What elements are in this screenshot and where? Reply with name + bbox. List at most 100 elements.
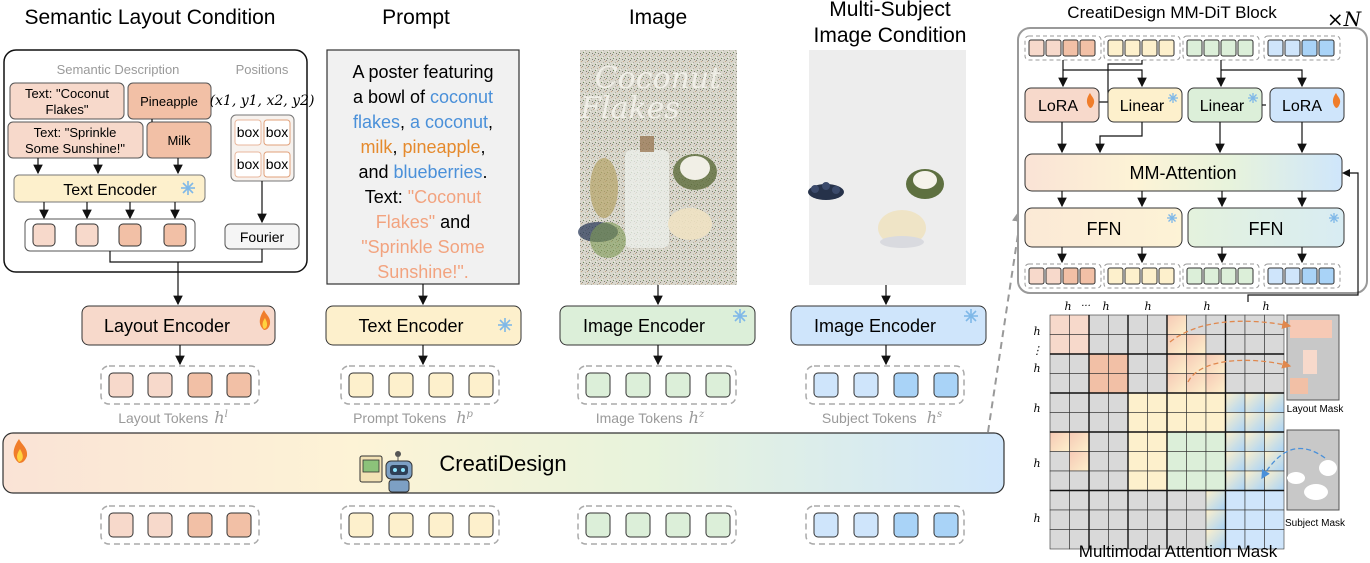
desc-sprinkle [7,121,144,159]
mask-row-label-hz: h [1033,457,1040,470]
subject-token [853,512,879,538]
mask-cell [1186,431,1207,452]
subject-token [933,512,959,538]
mask-cell [1264,431,1285,452]
block-token [1158,39,1175,57]
lora-block-1-label: LoRA [1038,98,1078,115]
prompt-token [468,512,494,538]
subject-token [813,512,839,538]
mask-col-label-h1l: h [1064,300,1071,313]
mask-cell [1069,334,1090,355]
mask-cell [1127,314,1148,335]
mask-axis-labels: h ··· h h h h h ⋮ h h h h [1032,300,1270,525]
desc-coconut-flakes [9,82,125,120]
mask-cell [1205,470,1226,491]
positions-label: Positions [236,62,289,77]
block-token [1062,39,1079,57]
prompt-panel [326,49,520,285]
image-token [705,512,731,538]
mask-col-label-dots: ··· [1081,301,1091,312]
mask-cell [1166,451,1187,472]
mask-cell [1166,490,1187,511]
layout-text-encoder-label: Text Encoder [63,182,157,199]
linear-2-frozen-icon [1248,93,1258,103]
block-token [1220,39,1237,57]
block-token [1186,267,1203,285]
mask-cell [1225,470,1246,491]
subject-token [893,512,919,538]
block-token [1267,267,1284,285]
position-box [234,151,262,178]
mask-cell [1069,470,1090,491]
mask-row-label-h4l: h [1033,362,1040,375]
semantic-description-label: Semantic Description [57,62,180,77]
mask-cell [1049,412,1070,433]
mask-cell [1049,373,1070,394]
block-token [1318,267,1335,285]
mask-cell [1069,431,1090,452]
mask-cell [1186,373,1207,394]
ffn-block-1 [1024,207,1183,248]
mask-cell [1166,509,1187,530]
mask-cell [1264,392,1285,413]
mask-col-label-h4l: h [1102,300,1109,313]
mask-cell [1186,314,1207,335]
prompt-token-row [340,365,500,405]
block-token [1284,39,1301,57]
mask-cell [1127,334,1148,355]
block-token [1107,267,1124,285]
mask-cell [1166,353,1187,374]
mask-cell [1264,334,1285,355]
mask-cell [1166,431,1187,452]
subject-token-row [805,365,965,405]
mask-cell [1244,451,1265,472]
mask-row-label-h1l: h [1033,325,1040,338]
mask-cell [1166,314,1187,335]
prompt-token [388,372,414,398]
block-token [1267,39,1284,57]
layout-token [187,512,213,538]
prompt-line: and blueberries. [358,162,487,182]
mask-cell [1147,431,1168,452]
subject-condition-image [808,50,966,285]
image-encoder-frozen-icon [733,309,747,323]
block-token [1318,39,1335,57]
block-token [1237,39,1254,57]
mask-cell [1127,431,1148,452]
desc-coconut-flakes-l2: Flakes" [46,102,89,117]
mask-cell [1049,334,1070,355]
prompt-token [348,372,374,398]
mask-cell [1049,314,1070,335]
mask-cell [1205,451,1226,472]
mask-cell [1049,392,1070,413]
block-token [1203,39,1220,57]
mask-cell [1108,451,1129,472]
subject-token [933,372,959,398]
mask-cell [1088,334,1109,355]
position-box [263,151,291,178]
layout-desc-token [118,223,142,247]
layout-token [147,512,173,538]
layout-token [226,512,252,538]
mask-cell [1069,392,1090,413]
prompt-line: Text: "Coconut [365,187,481,207]
mask-cell [1225,334,1246,355]
mask-cell [1108,470,1129,491]
mask-cell [1244,490,1265,511]
mask-cell [1225,412,1246,433]
layout-text-encoder [13,174,206,203]
mask-cell [1264,470,1285,491]
mask-cell [1264,529,1285,550]
mask-to-attention-connector [1247,172,1359,302]
mask-cell [1166,373,1187,394]
block-token [1284,267,1301,285]
mask-cell [1069,490,1090,511]
desc-milk-text: Milk [167,133,191,148]
desc-milk [146,121,212,159]
desc-sprinkle-l2: Some Sunshine!" [25,141,125,156]
mask-cell [1244,392,1265,413]
mask-cell [1166,392,1187,413]
